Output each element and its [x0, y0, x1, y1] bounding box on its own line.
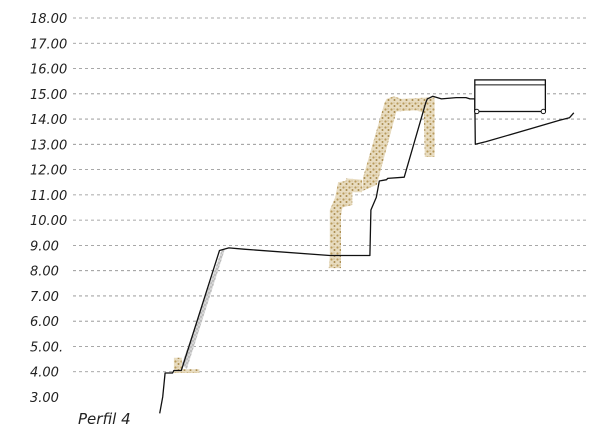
- y-tick-label: 10.00: [30, 214, 67, 229]
- grid-layer: [73, 17, 586, 373]
- y-tick-label: 8.00: [30, 265, 59, 280]
- structure-box-foot-right: [540, 108, 547, 115]
- y-tick-label: 14.00: [30, 113, 67, 128]
- profile-caption: Perfil 4: [78, 410, 131, 428]
- y-tick-label: 18.00: [30, 12, 67, 27]
- y-tick-label: 7.00: [30, 290, 59, 305]
- y-tick-label: 4.00: [30, 366, 59, 381]
- grey-fill-slope: [181, 249, 225, 370]
- material-fills: [173, 96, 435, 373]
- y-tick-label: 6.00: [30, 315, 59, 330]
- gravel-fill-mid: [328, 178, 363, 269]
- annotations: [474, 79, 547, 115]
- y-tick-label: 12.00: [30, 164, 67, 179]
- gravel-fill-base: [173, 357, 200, 373]
- y-tick-label: 16.00: [30, 63, 67, 78]
- y-tick-label: 5.00.: [30, 340, 63, 355]
- y-tick-label: 3.00: [30, 391, 59, 406]
- gravel-fill-upper: [362, 96, 435, 192]
- y-tick-label: 17.00: [30, 37, 67, 52]
- structure-box-foot-left: [474, 108, 480, 115]
- y-tick-label: 13.00: [30, 138, 67, 153]
- y-tick-label: 9.00: [30, 239, 59, 254]
- y-tick-label: 15.00: [30, 88, 67, 103]
- y-tick-label: 11.00: [30, 189, 67, 204]
- y-tick-labels: 3.00 4.00 5.00. 6.00 7.00 8.00 9.00 10.00 11.00 1…: [30, 12, 67, 406]
